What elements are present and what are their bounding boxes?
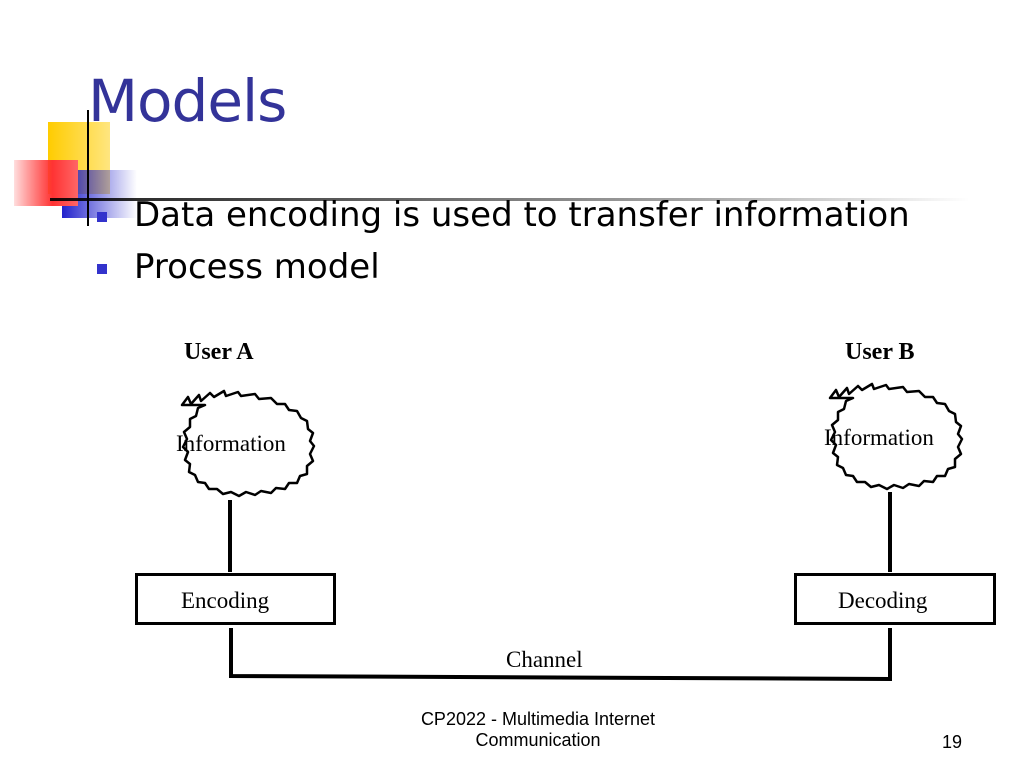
channel-label: Channel: [506, 647, 583, 672]
encoding-box: [135, 573, 336, 625]
bullet-text: Process model: [134, 247, 380, 287]
user-b-label: User B: [845, 339, 915, 365]
footer-course-line2: Communication: [475, 730, 601, 750]
bullet-text: Data encoding is used to transfer inform…: [134, 195, 910, 235]
page-number: 19: [941, 732, 963, 752]
information-label-a: Information: [176, 431, 286, 456]
deco-horizontal-line: [50, 198, 970, 201]
slide-title: Models: [88, 67, 287, 135]
channel-line: [229, 628, 892, 682]
decoding-box: [794, 573, 996, 625]
decoding-label: Decoding: [838, 588, 928, 613]
information-cloud-b: [828, 382, 964, 491]
information-label-b: Information: [824, 425, 934, 450]
encoding-label: Encoding: [181, 588, 270, 613]
bullet-square-icon: [97, 212, 107, 222]
bullet-square-icon: [97, 264, 107, 274]
information-cloud-a: [180, 389, 316, 498]
footer-course-title: CP2022 - Multimedia Internet Communicati…: [380, 709, 696, 751]
user-a-label: User A: [184, 339, 254, 365]
footer-course-line1: CP2022 - Multimedia Internet: [420, 709, 656, 729]
